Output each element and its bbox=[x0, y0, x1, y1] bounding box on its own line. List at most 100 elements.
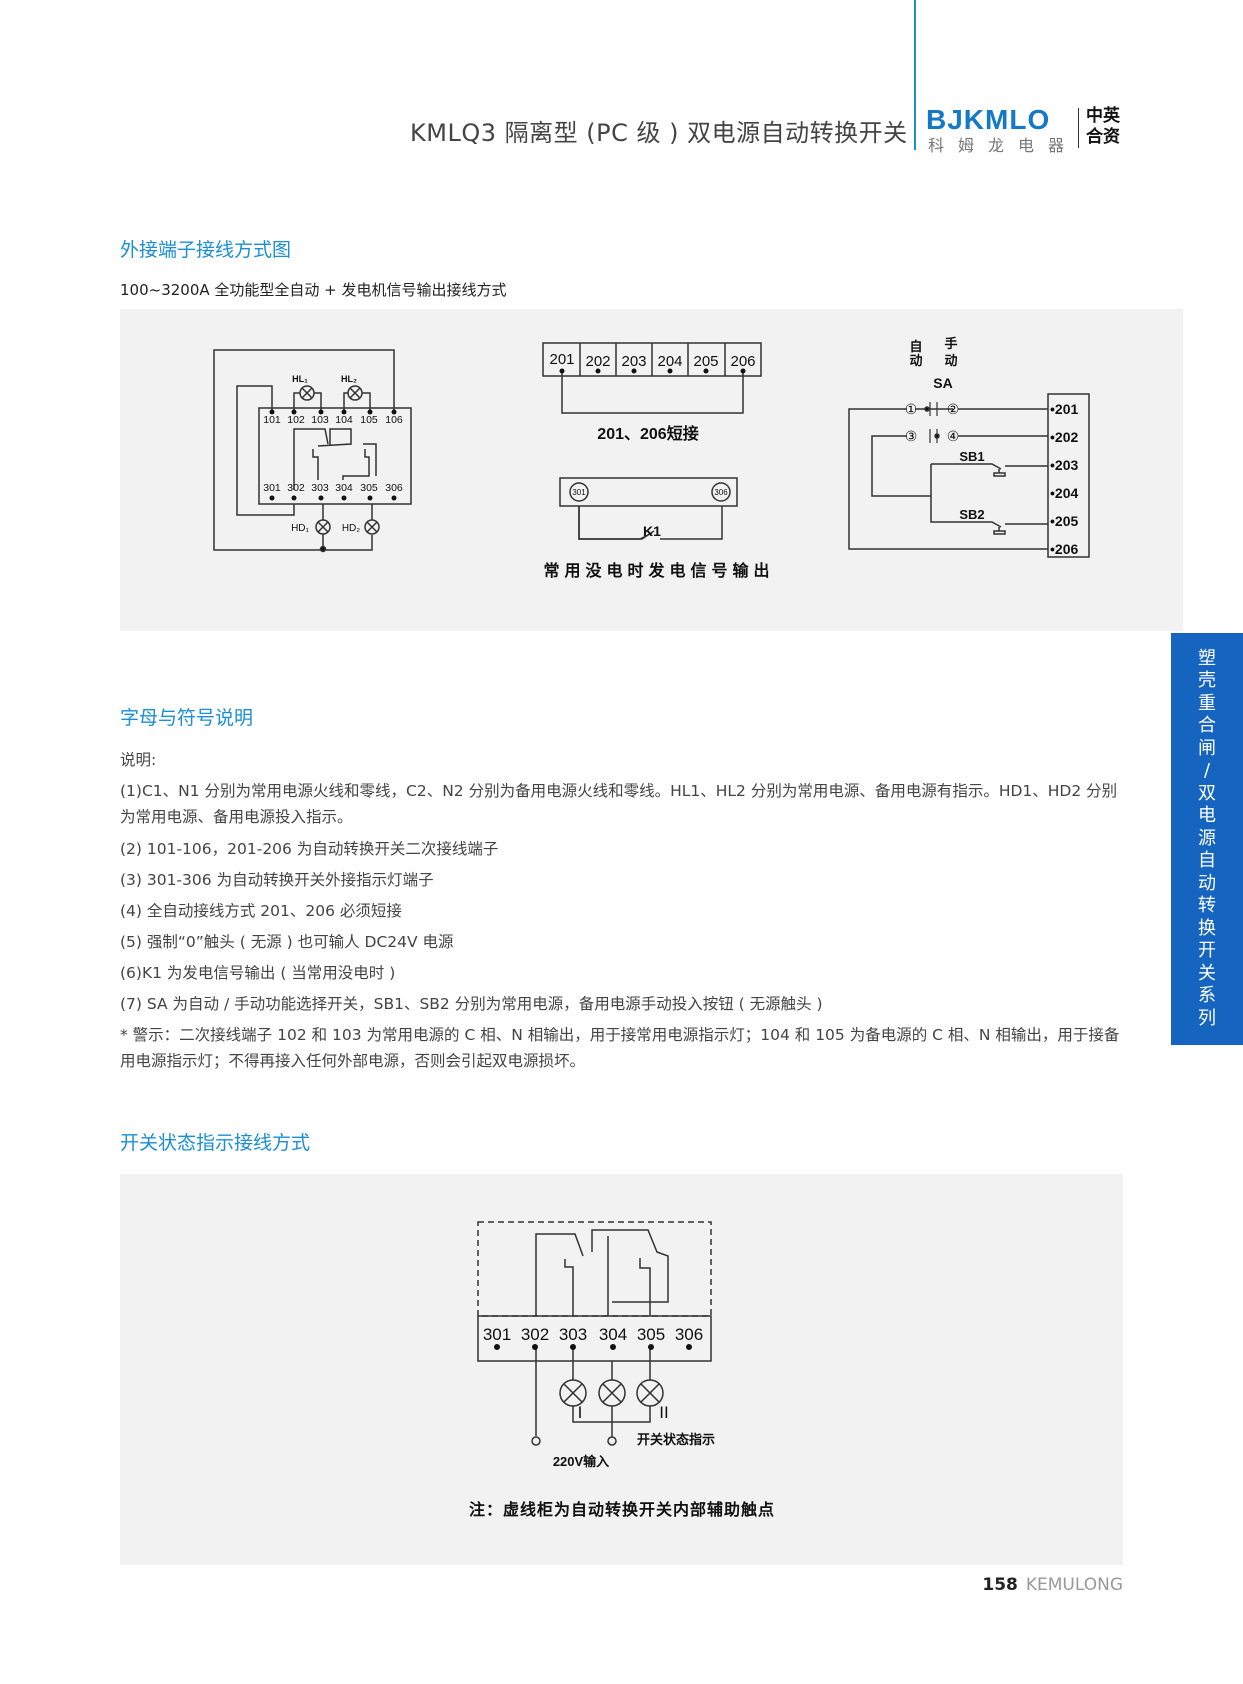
terminal-label: 305 bbox=[637, 1325, 665, 1344]
short-wire bbox=[561, 372, 744, 414]
sb2-label: SB2 bbox=[959, 507, 984, 522]
terminal-label: 204 bbox=[657, 353, 682, 370]
side-tab-char: 自 bbox=[1198, 850, 1216, 872]
wiring-diagram: HL₁ HL₂ HD₁ HD₂ 101 102 103 104 105 106 … bbox=[213, 336, 1090, 580]
terminal-label: 103 bbox=[311, 414, 329, 426]
terminal-label: 305 bbox=[360, 482, 378, 494]
terminal-label: 203 bbox=[621, 353, 646, 370]
series-side-tab: 塑壳重合闸/双电源自动转换开关系列 bbox=[1171, 633, 1243, 1045]
terminal-label: 205 bbox=[693, 353, 718, 370]
short-label: 201、206短接 bbox=[597, 424, 698, 443]
terminal-label: 301 bbox=[263, 482, 281, 494]
terminal-label: •202 bbox=[1050, 429, 1078, 445]
lamp-i-icon bbox=[559, 1379, 587, 1407]
logo-jv-line1: 中英 bbox=[1086, 106, 1120, 126]
note-item: (4) 全自动接线方式 201、206 必须短接 bbox=[120, 902, 402, 920]
section-title-symbols: 字母与符号说明 bbox=[120, 707, 254, 729]
side-tab-char: 系 bbox=[1198, 985, 1216, 1007]
side-tab-char: 动 bbox=[1198, 872, 1216, 894]
terminal-label: 302 bbox=[521, 1325, 549, 1344]
hd1-label: HD₁ bbox=[291, 523, 309, 534]
roman-two-label: II bbox=[659, 1403, 668, 1422]
document-title: KMLQ3 隔离型 (PC 级 ) 双电源自动转换开关 bbox=[410, 119, 908, 147]
side-tab-char: 换 bbox=[1198, 917, 1216, 939]
k1-left-terminal: 301 bbox=[572, 488, 586, 497]
side-tab-char: 源 bbox=[1198, 827, 1216, 849]
status-diagram: 301 302 303 304 305 306 I II 开关状态指示 220V… bbox=[469, 1221, 775, 1519]
side-tab-char: 塑 bbox=[1198, 647, 1216, 669]
terminal-label: 106 bbox=[385, 414, 403, 426]
terminal-block bbox=[258, 407, 412, 505]
terminal-label: 302 bbox=[287, 482, 305, 494]
note-item: (2) 101-106，201-206 为自动转换开关二次接线端子 bbox=[120, 840, 499, 858]
manual-label: 手 bbox=[944, 336, 957, 351]
roman-one-label: I bbox=[578, 1403, 583, 1422]
header-divider bbox=[914, 0, 916, 150]
hd2-label: HD₂ bbox=[342, 523, 360, 534]
lamp-ii-icon bbox=[636, 1379, 664, 1407]
hl2-label: HL₂ bbox=[341, 374, 357, 384]
side-tab-char: 合 bbox=[1198, 715, 1216, 737]
terminal-label: 101 bbox=[263, 414, 281, 426]
sa-terminal-block bbox=[1047, 393, 1090, 558]
input-label: 220V输入 bbox=[553, 1454, 609, 1469]
notes-intro: 说明: bbox=[120, 751, 157, 769]
warning-note: * 警示：二次接线端子 102 和 103 为常用电源的 C 相、N 相输出，用… bbox=[120, 1026, 1120, 1070]
terminal-label: 206 bbox=[730, 353, 755, 370]
footer-brand: KEMULONG bbox=[1025, 1575, 1123, 1595]
side-tab-char: 转 bbox=[1198, 895, 1216, 917]
symbol-notes: 说明: (1)C1、N1 分别为常用电源火线和零线，C2、N2 分别为备用电源火… bbox=[120, 745, 1130, 1078]
diagram-note: 注：虚线柜为自动转换开关内部辅助触点 bbox=[469, 1500, 775, 1519]
mid-diagram: 201 202 203 204 205 206 201、206短接 301 30… bbox=[542, 342, 774, 580]
terminal-label: •204 bbox=[1050, 485, 1078, 501]
logo-jv-line2: 合资 bbox=[1086, 127, 1120, 147]
contact-3: ③ bbox=[905, 428, 918, 444]
k1-right-terminal: 306 bbox=[714, 488, 728, 497]
section-title-terminal-wiring: 外接端子接线方式图 bbox=[120, 239, 292, 261]
hl1-label: HL₁ bbox=[292, 374, 308, 384]
terminal-label: 303 bbox=[311, 482, 329, 494]
outer-wire bbox=[213, 349, 395, 551]
input-terminal-icon bbox=[531, 1436, 541, 1446]
logo-cn: 科姆龙电器 bbox=[928, 136, 1079, 155]
terminal-label: 303 bbox=[559, 1325, 587, 1344]
side-tab-char: 壳 bbox=[1198, 670, 1216, 692]
note-item: (5) 强制“0”触头 ( 无源 ) 也可输人 DC24V 电源 bbox=[120, 933, 454, 951]
terminal-label: 304 bbox=[335, 482, 353, 494]
side-tab-char: 电 bbox=[1198, 805, 1216, 827]
terminal-label: 105 bbox=[360, 414, 378, 426]
terminal-label: 306 bbox=[385, 482, 403, 494]
side-tab-char: / bbox=[1203, 760, 1211, 782]
k1-label: K1 bbox=[643, 523, 661, 539]
sa-label: SA bbox=[933, 375, 952, 391]
section-title-status-wiring: 开关状态指示接线方式 bbox=[120, 1132, 311, 1154]
note-item: (3) 301-306 为自动转换开关外接指示灯端子 bbox=[120, 871, 434, 889]
status-diagram-panel: 301 302 303 304 305 306 I II 开关状态指示 220V… bbox=[120, 1174, 1123, 1565]
right-diagram: 自 动 手 动 SA ① ② ③ ④ SB1 SB2 •201 •202 •20… bbox=[848, 336, 1090, 558]
left-diagram: HL₁ HL₂ HD₁ HD₂ 101 102 103 104 105 106 … bbox=[213, 349, 412, 553]
dashed-auxiliary-box bbox=[477, 1221, 712, 1317]
terminal-block bbox=[477, 1315, 712, 1362]
brand-logo: BJKMLO 科姆龙电器 中英合资 bbox=[924, 104, 1126, 155]
note-item: (7) SA 为自动 / 手动功能选择开关，SB1、SB2 分别为常用电源，备用… bbox=[120, 995, 823, 1013]
auto-label: 动 bbox=[909, 353, 922, 368]
terminal-label: 306 bbox=[675, 1325, 703, 1344]
inner-wire bbox=[236, 385, 295, 516]
terminal-label: •201 bbox=[1050, 401, 1078, 417]
terminal-label: •203 bbox=[1050, 457, 1078, 473]
section-subtitle: 100~3200A 全功能型全自动 + 发电机信号输出接线方式 bbox=[120, 281, 507, 299]
lamp-mid-icon bbox=[598, 1379, 626, 1407]
contact-2: ② bbox=[947, 401, 960, 417]
logo-jv: 中英合资 bbox=[1086, 106, 1126, 148]
terminal-label: 201 bbox=[549, 351, 574, 368]
wiring-diagram-panel: HL₁ HL₂ HD₁ HD₂ 101 102 103 104 105 106 … bbox=[120, 309, 1183, 631]
input-terminal-icon bbox=[607, 1436, 617, 1446]
terminal-label: 104 bbox=[335, 414, 353, 426]
manual-label: 动 bbox=[944, 353, 957, 368]
side-tab-char: 关 bbox=[1198, 962, 1216, 984]
terminal-label: 102 bbox=[287, 414, 305, 426]
terminal-label: 202 bbox=[585, 353, 610, 370]
k1-caption: 常用没电时发电信号输出 bbox=[543, 561, 774, 580]
side-tab-char: 开 bbox=[1198, 940, 1216, 962]
